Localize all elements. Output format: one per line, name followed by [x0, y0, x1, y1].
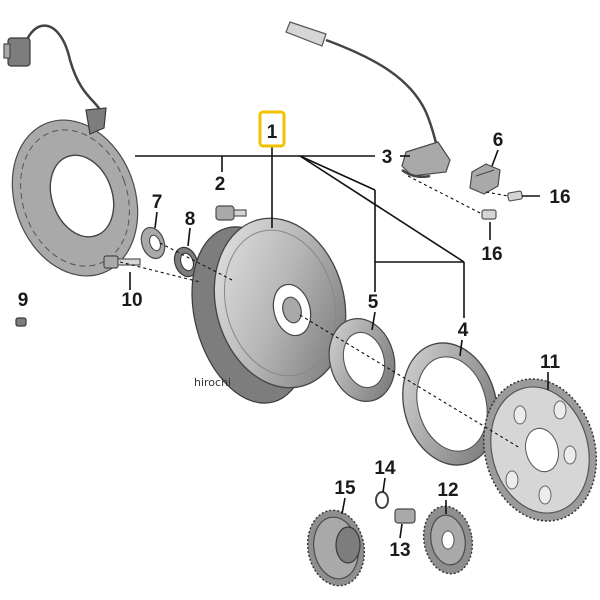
callout-11: 11	[540, 352, 561, 373]
leader-lines	[129, 146, 549, 539]
callout-10: 10	[121, 290, 142, 311]
center-axis	[299, 314, 521, 449]
watermark: hirochi	[194, 376, 231, 389]
callout-2: 2	[215, 174, 226, 195]
shaft-13	[394, 508, 416, 524]
callout-16-upper: 16	[549, 187, 570, 208]
bolt-2	[215, 205, 247, 221]
screw-axis	[119, 261, 201, 283]
screw-lower	[407, 175, 497, 220]
callout-16-lower: 16	[481, 244, 502, 265]
gear-11	[482, 378, 598, 522]
gear-12	[422, 505, 474, 575]
screw-10	[103, 255, 141, 269]
gear-15	[306, 509, 366, 587]
callout-14: 14	[374, 458, 396, 479]
freewheel-4	[402, 342, 498, 466]
callout-12: 12	[437, 480, 458, 501]
callout-13: 13	[389, 540, 410, 561]
callout-9: 9	[18, 290, 29, 311]
rotor	[191, 217, 347, 404]
callout-5: 5	[368, 292, 379, 313]
circlip-14	[375, 491, 389, 509]
callout-1: 1	[267, 122, 278, 143]
washer-8	[173, 246, 199, 278]
sensor	[285, 21, 451, 178]
callout-8: 8	[185, 209, 196, 230]
callout-3: 3	[382, 147, 393, 168]
callout-4: 4	[458, 320, 469, 341]
highlight-box	[258, 110, 286, 148]
callout-6: 6	[493, 130, 504, 151]
screw-upper	[485, 190, 523, 202]
callout-7: 7	[152, 192, 163, 213]
stator	[3, 24, 139, 277]
bracket	[469, 163, 501, 195]
pin-9	[15, 317, 27, 327]
callout-15: 15	[334, 478, 356, 499]
washer-axis	[159, 242, 233, 281]
washer-7	[140, 226, 166, 260]
bearing-5	[328, 317, 396, 403]
